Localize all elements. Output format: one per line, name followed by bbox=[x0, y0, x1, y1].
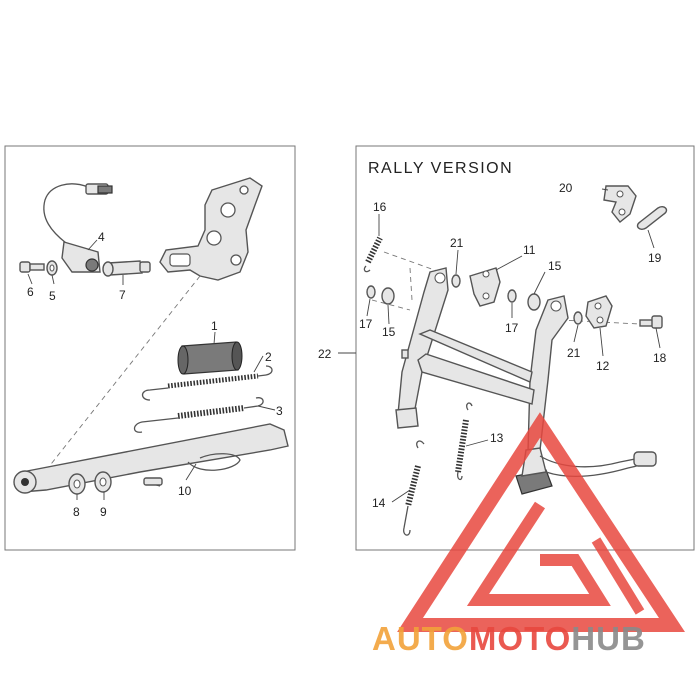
part-center-stand bbox=[395, 267, 657, 495]
watermark-auto: AUTO bbox=[372, 620, 469, 657]
part-bracket-20 bbox=[603, 185, 637, 223]
part-rubber-sleeve bbox=[177, 341, 243, 375]
part-spring-16 bbox=[363, 236, 383, 273]
part-bracket-11 bbox=[469, 267, 501, 307]
part-clip-19 bbox=[636, 205, 668, 231]
callout-19: 19 bbox=[648, 251, 662, 265]
part-clip-17-left bbox=[366, 285, 376, 299]
callout-16: 16 bbox=[373, 200, 387, 214]
callout-10: 10 bbox=[178, 484, 192, 498]
callout-13: 13 bbox=[490, 431, 504, 445]
watermark-text: AUTOMOTOHUB bbox=[372, 620, 646, 657]
left-panel-frame bbox=[4, 145, 296, 551]
watermark-logo bbox=[397, 412, 686, 632]
callout-11: 11 bbox=[523, 243, 536, 257]
part-washer-15-right bbox=[527, 293, 541, 311]
callout-17-left: 17 bbox=[359, 317, 373, 331]
callout-6: 6 bbox=[27, 285, 34, 299]
part-side-stand bbox=[13, 423, 289, 494]
callout-4: 4 bbox=[98, 230, 105, 244]
part-frame-bracket bbox=[159, 177, 263, 281]
part-bracket-12 bbox=[585, 295, 613, 329]
leader-lines-left bbox=[27, 239, 276, 500]
callout-17-right: 17 bbox=[505, 321, 519, 335]
callout-1: 1 bbox=[211, 319, 218, 333]
callout-8: 8 bbox=[73, 505, 80, 519]
callout-21-right: 21 bbox=[567, 346, 581, 360]
right-panel-frame bbox=[355, 145, 695, 551]
callout-7: 7 bbox=[119, 288, 126, 302]
callout-15-left: 15 bbox=[382, 325, 396, 339]
callout-21-top: 21 bbox=[450, 236, 464, 250]
callout-2: 2 bbox=[265, 350, 272, 364]
watermark-moto: MOTO bbox=[469, 620, 571, 657]
callout-22: 22 bbox=[318, 347, 332, 361]
part-bolt-18 bbox=[639, 315, 663, 329]
part-spring-2 bbox=[141, 365, 273, 401]
assembly-line-right-2 bbox=[371, 299, 411, 311]
part-oring-21-right bbox=[573, 311, 583, 325]
assembly-line-right-1 bbox=[383, 251, 441, 273]
part-washer-15-left bbox=[381, 287, 395, 305]
part-washer-9 bbox=[94, 471, 112, 493]
watermark-hub: HUB bbox=[571, 620, 646, 657]
callout-15-right: 15 bbox=[548, 259, 562, 273]
part-bolt-7 bbox=[102, 260, 151, 277]
part-clip-17-right bbox=[507, 289, 517, 303]
part-sidestand-switch bbox=[43, 183, 113, 273]
callout-12: 12 bbox=[596, 359, 610, 373]
callout-9: 9 bbox=[100, 505, 107, 519]
part-spring-14 bbox=[403, 440, 425, 536]
assembly-line-left bbox=[39, 275, 201, 479]
callout-18: 18 bbox=[653, 351, 667, 365]
leader-lines-right bbox=[366, 188, 661, 503]
part-washer-5 bbox=[46, 260, 58, 276]
part-spring-3 bbox=[133, 397, 264, 433]
part-oring-21-left bbox=[451, 274, 461, 288]
part-screw-6 bbox=[19, 261, 45, 273]
callout-3: 3 bbox=[276, 404, 283, 418]
callout-20: 20 bbox=[559, 181, 573, 195]
part-spring-13 bbox=[455, 402, 473, 481]
part-washer-8 bbox=[68, 473, 86, 495]
callout-14: 14 bbox=[372, 496, 386, 510]
rally-version-title: RALLY VERSION bbox=[368, 160, 513, 177]
assembly-line-right-4 bbox=[409, 267, 413, 301]
callout-5: 5 bbox=[49, 289, 56, 303]
